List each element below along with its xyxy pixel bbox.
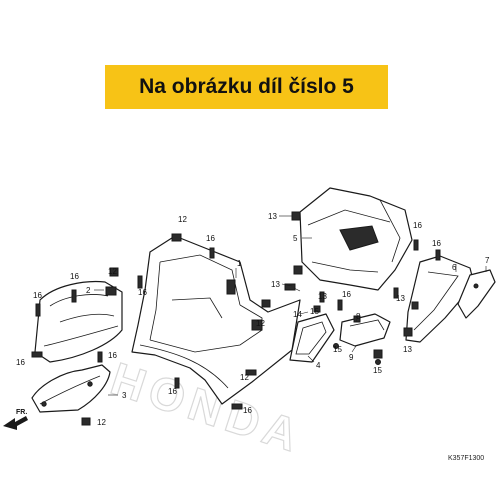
- callout-15: 15: [310, 307, 319, 316]
- fasteners: [31, 211, 441, 426]
- callout-15: 15: [333, 345, 342, 354]
- callout-16: 16: [70, 272, 79, 281]
- clip-icon: [81, 417, 91, 426]
- callout-16: 16: [206, 234, 215, 243]
- callout-13: 13: [268, 212, 277, 221]
- part-2-inner-tray: [34, 280, 123, 363]
- callout-16: 16: [108, 351, 117, 360]
- callout-13: 13: [318, 292, 327, 301]
- callout-13: 13: [271, 280, 280, 289]
- callout-14: 14: [293, 310, 302, 319]
- callout-13: 13: [403, 345, 412, 354]
- callout-12: 12: [178, 215, 187, 224]
- leader-lines: [94, 215, 487, 396]
- callout-13: 13: [396, 294, 405, 303]
- clip-icon: [411, 301, 419, 310]
- direction-label: FR.: [16, 409, 27, 416]
- bolt-icon: [337, 299, 343, 311]
- part-9-lid: [339, 313, 391, 347]
- screw-hole-icon: [41, 401, 47, 407]
- bolt-icon: [413, 239, 419, 251]
- callout-16: 16: [342, 290, 351, 299]
- screw-hole-icon: [87, 381, 93, 387]
- bolt-icon: [393, 287, 399, 299]
- clip-icon: [109, 267, 119, 277]
- screw-icon: [333, 343, 339, 349]
- vent-slot-icon: [339, 225, 379, 251]
- part-3-lower-cover: [31, 364, 111, 413]
- callout-12: 12: [240, 373, 249, 382]
- bolt-icon: [71, 289, 77, 303]
- bolt-icon: [31, 351, 43, 358]
- callout-labels: 1 2 3 4 5 6 7 8 9 12 12 12 12 12 13 13 1…: [16, 212, 490, 427]
- callout-4: 4: [316, 361, 321, 370]
- arrow-icon: [3, 416, 28, 430]
- callout-16: 16: [33, 291, 42, 300]
- callout-1: 1: [237, 259, 242, 268]
- callout-16: 16: [432, 239, 441, 248]
- clip-icon: [293, 265, 303, 275]
- part-6-side-panel: [405, 255, 475, 343]
- callout-16: 16: [168, 387, 177, 396]
- callout-2: 2: [86, 286, 91, 295]
- callout-3: 3: [122, 391, 127, 400]
- screw-icon: [375, 359, 381, 365]
- callout-5: 5: [293, 234, 298, 243]
- callout-12: 12: [108, 267, 117, 276]
- clip-icon: [251, 319, 263, 331]
- part-4-gasket: [289, 313, 335, 363]
- bolt-icon: [231, 403, 243, 410]
- bolt-icon: [319, 291, 325, 303]
- diagram-code: K357F1300: [448, 455, 484, 462]
- callout-16: 16: [243, 406, 252, 415]
- clip-icon: [313, 305, 321, 313]
- callout-16: 16: [138, 288, 147, 297]
- part-7-trim-piece: [457, 269, 496, 319]
- latch-icon: [226, 279, 236, 295]
- bolt-icon: [97, 351, 103, 363]
- clip-icon: [291, 211, 301, 221]
- screw-hole-icon: [473, 283, 479, 289]
- clip-icon: [284, 283, 296, 291]
- callout-7: 7: [485, 256, 490, 265]
- callout-8: 8: [356, 312, 361, 321]
- callout-6: 6: [452, 263, 457, 272]
- clip-icon: [171, 233, 182, 242]
- bolt-icon: [35, 303, 41, 317]
- callout-12: 12: [97, 418, 106, 427]
- bolt-icon: [137, 275, 143, 289]
- clip-icon: [403, 327, 413, 337]
- callout-16: 16: [16, 358, 25, 367]
- callout-12: 12: [256, 319, 265, 328]
- front-direction-arrow: FR.: [3, 409, 28, 430]
- bolt-icon: [245, 369, 257, 376]
- bolt-icon: [209, 247, 215, 259]
- banner-text: Na obrázku díl číslo 5: [139, 75, 354, 98]
- clip-icon: [261, 299, 271, 308]
- clip-icon: [105, 286, 117, 296]
- callout-15: 15: [373, 366, 382, 375]
- bolt-icon: [174, 377, 180, 389]
- clip-icon: [373, 349, 383, 359]
- part-5-upper-cover: [299, 187, 413, 291]
- part-1-inner-box: [131, 233, 301, 405]
- callout-9: 9: [349, 353, 354, 362]
- bolt-icon: [435, 249, 441, 261]
- part-number-banner: Na obrázku díl číslo 5: [105, 65, 388, 109]
- callout-16: 16: [413, 221, 422, 230]
